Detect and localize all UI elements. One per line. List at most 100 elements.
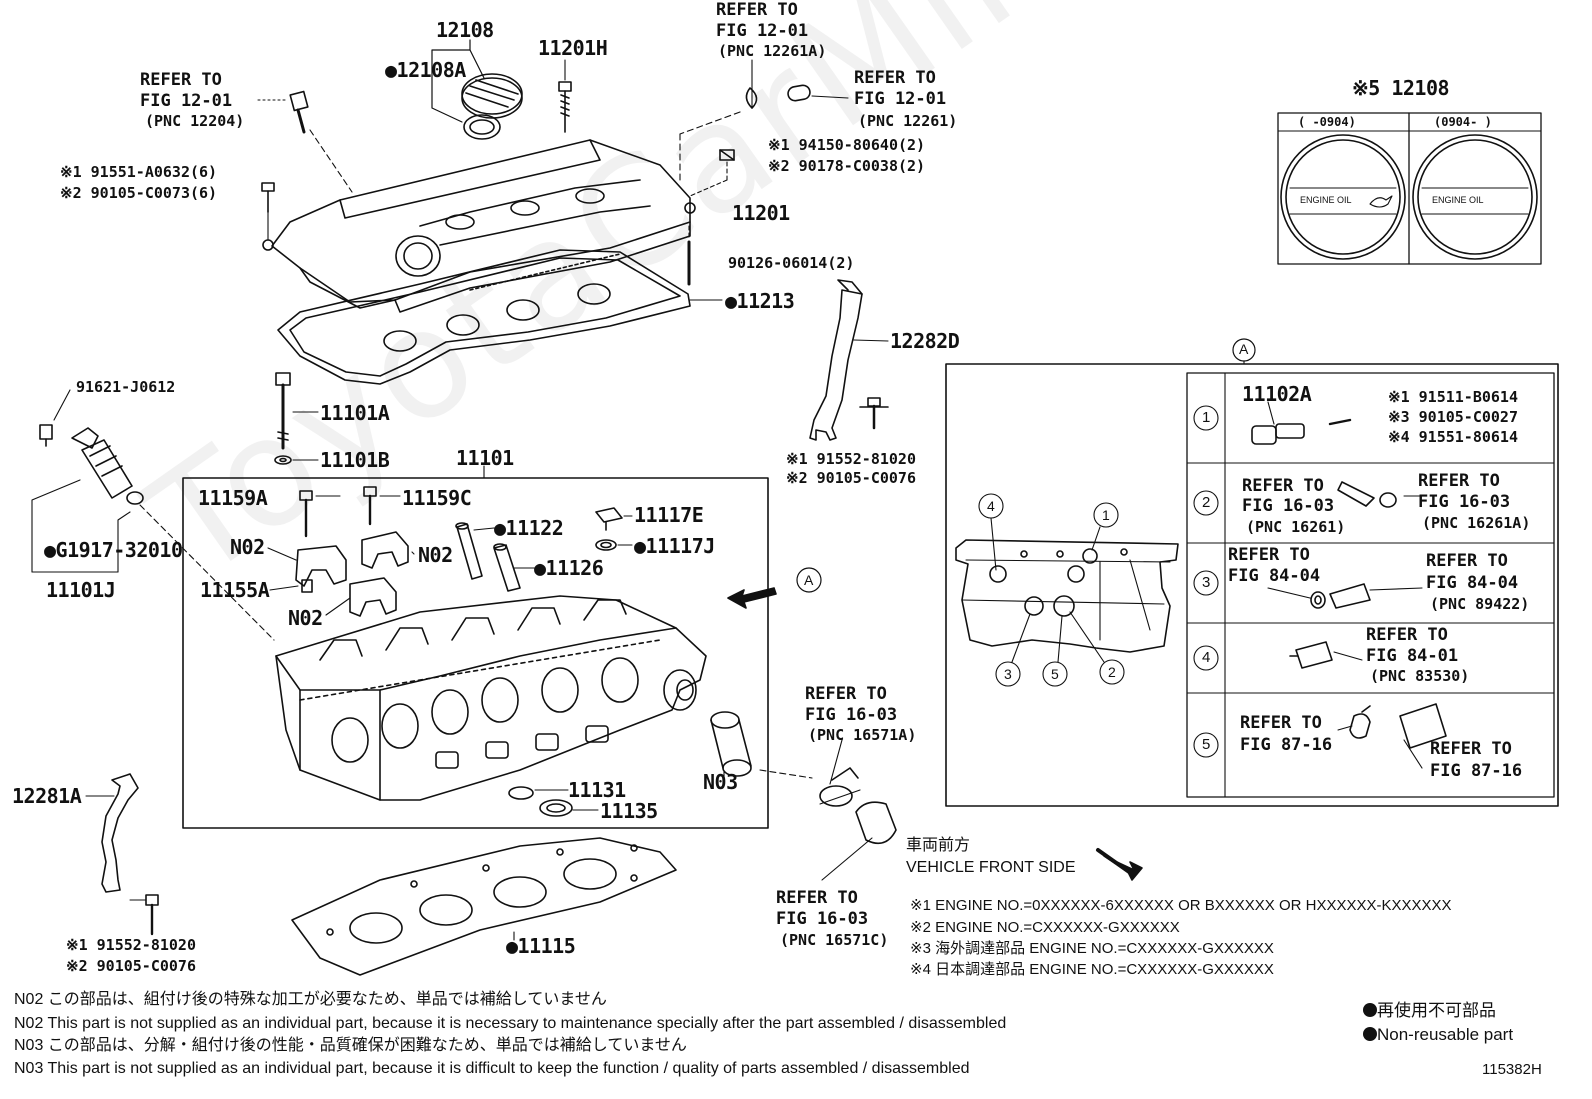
pcv-valve-drawing — [257, 90, 353, 193]
detail-a-frame — [945, 338, 1559, 807]
detail-row3-left-2: FIG 84-04 — [1228, 566, 1321, 586]
head-gasket-drawing — [291, 837, 677, 976]
part-91621-label: 91621-J0612 — [76, 378, 176, 396]
nut-line1: ※1 94150-80640(2) — [768, 136, 926, 154]
detail-row-1-num: 1 — [1202, 409, 1211, 426]
detail-row2-left-2: FIG 16-03 — [1242, 496, 1335, 516]
part-12282d-label: 12282D — [890, 329, 960, 353]
inset-cap-col2-header: (0904- ) — [1434, 115, 1492, 129]
detail-row-2-num: 2 — [1202, 494, 1211, 511]
refer-16571c-line3: (PNC 16571C) — [780, 931, 889, 949]
cylinder-head-frame — [182, 477, 769, 829]
engine-note-4: ※4 日本調達部品 ENGINE NO.=CXXXXXX-GXXXXXX — [910, 961, 1274, 978]
figure-id: 115382H — [1482, 1061, 1542, 1078]
legend-nonreusable-en: ● Non-reusable part — [1362, 1025, 1514, 1044]
detail-row5-right-2: FIG 87-16 — [1430, 761, 1523, 781]
part-11201h-label: 11201H — [538, 36, 608, 60]
oil-control-valve-drawing — [31, 389, 275, 641]
detail-row4-right-2: FIG 84-01 — [1366, 646, 1459, 666]
refer-16571c-line1: REFER TO — [776, 888, 858, 908]
engine-note-3: ※3 海外調達部品 ENGINE NO.=CXXXXXX-GXXXXXX — [910, 940, 1274, 957]
detail-row5-left-2: FIG 87-16 — [1240, 735, 1333, 755]
direction-arrow-a-drawing — [727, 567, 822, 609]
part-11117j-label: ●11117J — [634, 534, 715, 558]
cylinder-head-drawing — [275, 595, 707, 801]
part-11122-label: ●11122 — [494, 516, 564, 540]
bolt-a-line2: ※2 90105-C0073(6) — [60, 184, 218, 202]
footnote-n02-en: N02 This part is not supplied as an indi… — [14, 1015, 1007, 1032]
engine-note-2: ※2 ENGINE NO.=CXXXXXX-GXXXXXX — [910, 919, 1180, 936]
part-11159a-label: 11159A — [198, 486, 268, 510]
part-11155a-label: 11155A — [200, 578, 270, 602]
bolt-11201h-drawing — [558, 59, 572, 133]
part-g1917-label: ●G1917-32010 — [44, 538, 183, 562]
n03-label: N03 — [703, 770, 738, 794]
n02-label-a: N02 — [230, 535, 265, 559]
cylinder-head-cover-drawing — [261, 139, 696, 313]
refer-12261-line3: (PNC 12261) — [858, 112, 958, 130]
footnote-n03-en: N03 This part is not supplied as an indi… — [14, 1060, 970, 1077]
part-11135-label: 11135 — [600, 799, 658, 823]
part-12108a-label: ●12108A — [385, 58, 466, 82]
head-cover-gasket-drawing — [277, 249, 723, 385]
detail-row3-right-1: REFER TO — [1426, 551, 1508, 571]
head-callout-2: 2 — [1108, 664, 1116, 680]
inset-cap-title: ※5 12108 — [1352, 76, 1450, 100]
detail-row3-left-1: REFER TO — [1228, 545, 1310, 565]
part-11101b-label: 11101B — [320, 448, 390, 472]
legend-nonreusable-jp: ● 再使用不可部品 — [1362, 1001, 1496, 1020]
footnote-n03-jp: N03 この部品は、分解・組付け後の性能・品質確保が困難なため、単品では補給して… — [14, 1037, 687, 1054]
bolt-b-line1: ※1 91552-81020 — [786, 450, 916, 468]
engine-note-1: ※1 ENGINE NO.=0XXXXXX-6XXXXXX OR BXXXXXX… — [910, 897, 1452, 914]
front-hose-drawing — [819, 739, 897, 881]
n02-label-c: N02 — [288, 606, 323, 630]
nut-stud-drawing — [687, 149, 735, 286]
detail-row5-right-1: REFER TO — [1430, 739, 1512, 759]
detail-row3-right-3: (PNC 89422) — [1430, 595, 1530, 613]
refer-16571c-line2: FIG 16-03 — [776, 909, 869, 929]
detail-part-11102a: 11102A — [1242, 382, 1312, 406]
inset-cap-col1-header: ( -0904) — [1298, 115, 1356, 129]
bracket-12282d-drawing — [809, 279, 889, 441]
part-11201-label: 11201 — [732, 201, 790, 225]
part-11159c-label: 11159C — [402, 486, 472, 510]
callout-a-circle-label: A — [804, 572, 814, 588]
detail-row2-right-2: FIG 16-03 — [1418, 492, 1511, 512]
part-11213-label: ●11213 — [725, 289, 795, 313]
detail-row5-left-1: REFER TO — [1240, 713, 1322, 733]
bolt-b-line2: ※2 90105-C0076 — [786, 469, 916, 487]
small-parts-drawing — [267, 486, 633, 617]
bolt-c-line1: ※1 91552-81020 — [66, 936, 196, 954]
vehicle-front-jp: 車両前方 — [906, 837, 971, 854]
part-12281a-label: 12281A — [12, 784, 82, 808]
refer-12261-line2: FIG 12-01 — [854, 89, 947, 109]
part-11101j-label: 11101J — [46, 578, 116, 602]
refer-16571a-line2: FIG 16-03 — [805, 705, 898, 725]
detail-a-circle-label: A — [1239, 341, 1249, 357]
part-11117e-label: 11117E — [634, 503, 704, 527]
detail-row2-left-1: REFER TO — [1242, 476, 1324, 496]
head-callout-3: 3 — [1004, 666, 1012, 682]
part-11126-label: ●11126 — [534, 556, 604, 580]
detail-row-5-num: 5 — [1202, 736, 1211, 753]
detail-row3-right-2: FIG 84-04 — [1426, 573, 1519, 593]
part-11115-label: ●11115 — [506, 934, 576, 958]
detail-row4-right-3: (PNC 83530) — [1370, 667, 1470, 685]
head-callout-1: 1 — [1102, 507, 1110, 523]
refer-16571a-line3: (PNC 16571A) — [808, 726, 917, 744]
footnote-n02-jp: N02 この部品は、組付け後の特殊な加工が必要なため、単品では補給していません — [14, 991, 607, 1008]
refer-12204-line1: REFER TO — [140, 70, 222, 90]
inset-cap-frame — [1277, 112, 1542, 265]
sleeve-n03-drawing — [508, 711, 813, 817]
part-11131-label: 11131 — [568, 778, 626, 802]
part-12108-label: 12108 — [436, 18, 494, 42]
part-11101a-label: 11101A — [320, 401, 390, 425]
head-callout-5: 5 — [1051, 666, 1059, 682]
head-bolt-drawing — [274, 372, 319, 465]
detail-row-drawings — [1251, 401, 1447, 769]
refer-12261-line1: REFER TO — [854, 68, 936, 88]
detail-row1-line2: ※3 90105-C0027 — [1388, 408, 1518, 426]
oil-filler-cap-drawing — [431, 39, 523, 140]
